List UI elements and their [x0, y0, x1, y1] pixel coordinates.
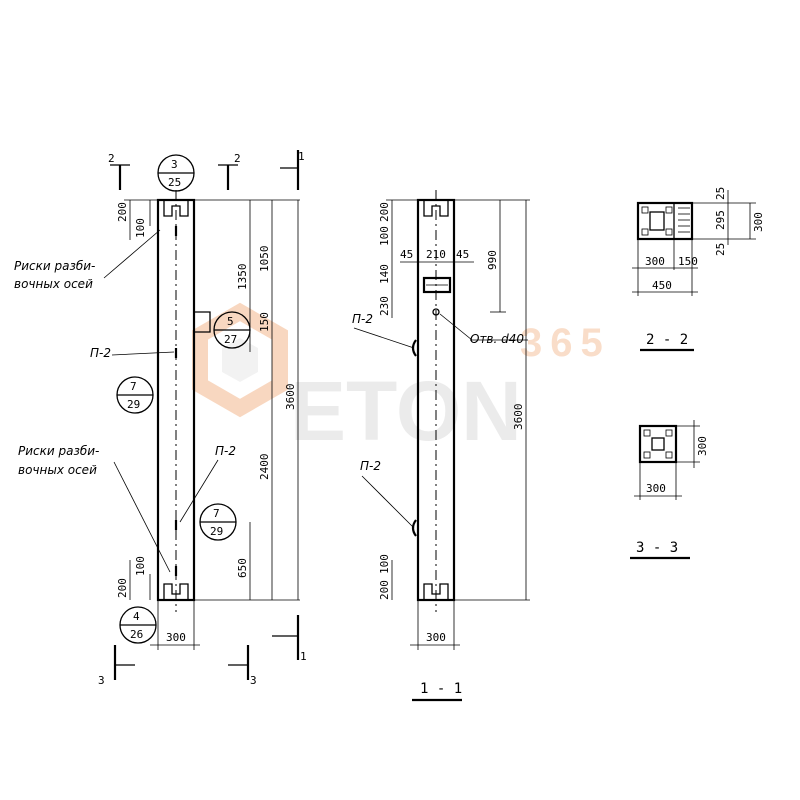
label-p2-left: П-2 — [90, 346, 111, 360]
dim-front-bot-200: 200 — [116, 578, 129, 598]
dim-front-2400: 2400 — [258, 454, 271, 481]
dim-side-bot-100: 100 — [378, 554, 391, 574]
section-mark-1-top: 1 — [298, 150, 305, 163]
section-mark-3-right: 3 — [250, 674, 257, 687]
note-bottom-line1: Риски разби- — [18, 444, 99, 458]
dim-front-width: 300 — [166, 631, 186, 644]
dim-side-230: 230 — [378, 296, 391, 316]
section-mark-2-left: 2 — [108, 152, 115, 165]
side-label-p2-bottom: П-2 — [360, 459, 381, 473]
dim-33-h300: 300 — [696, 436, 709, 456]
section-mark-3-left: 3 — [98, 674, 105, 687]
section22-outline — [636, 201, 694, 241]
dim-side-bot-200: 200 — [378, 580, 391, 600]
dim-front-top-200: 200 — [116, 202, 129, 222]
section33-title: 3 - 3 — [636, 540, 678, 556]
bubble-top-num: 3 — [171, 158, 178, 171]
dim-22-25a: 25 — [714, 187, 727, 200]
section33-outline — [638, 424, 678, 464]
bubble-left-den: 29 — [127, 398, 140, 411]
bubble-right-den: 29 — [210, 525, 223, 538]
watermark-brand: ETON — [290, 364, 522, 458]
label-p2-right: П-2 — [215, 444, 236, 458]
note-top-line2: вочных осей — [14, 277, 93, 291]
dim-side-top-100: 100 — [378, 226, 391, 246]
dim-22-295: 295 — [714, 210, 727, 230]
dim-front-650: 650 — [236, 558, 249, 578]
side-view: П-2 П-2 Отв. d40 200 100 140 230 200 100… — [352, 190, 530, 702]
section-2-2: 25 295 25 300 300 150 450 2 - 2 — [632, 187, 765, 352]
side-hole-label: Отв. d40 — [470, 332, 524, 346]
embedded-plate — [422, 276, 452, 294]
section-mark-1-bottom: 1 — [300, 650, 307, 663]
dim-22-300: 300 — [752, 212, 765, 232]
bubble-right-num: 7 — [213, 507, 220, 520]
dim-side-3600: 3600 — [512, 404, 525, 431]
section22-title: 2 - 2 — [646, 332, 688, 348]
note-bottom-line2: вочных осей — [18, 463, 97, 477]
bubble-left-num: 7 — [130, 380, 137, 393]
bubble-bottom-num: 4 — [133, 610, 140, 623]
side-bottom-notch — [423, 583, 449, 600]
watermark-number: 365 — [520, 321, 611, 365]
dim-side-45a: 45 — [400, 248, 413, 261]
front-bottom-notch — [163, 583, 189, 600]
dim-side-140: 140 — [378, 264, 391, 284]
note-top-line1: Риски разби- — [14, 259, 95, 273]
dim-22-w150: 150 — [678, 255, 698, 268]
side-loop-bottom — [411, 519, 417, 537]
hole-icon — [432, 308, 440, 316]
dim-side-210: 210 — [426, 248, 446, 261]
bubble-top-den: 25 — [168, 176, 181, 189]
dim-front-3600: 3600 — [284, 384, 297, 411]
dim-22-w300: 300 — [645, 255, 665, 268]
dim-front-150: 150 — [258, 312, 271, 332]
dim-side-top-200: 200 — [378, 202, 391, 222]
front-top-notch — [163, 200, 189, 217]
dim-front-1350: 1350 — [236, 264, 249, 291]
dim-front-1050: 1050 — [258, 246, 271, 273]
bubble-bottom-den: 26 — [130, 628, 143, 641]
bubble-mid-num: 5 — [227, 315, 234, 328]
dim-22-25b: 25 — [714, 243, 727, 256]
section-3-3: 300 300 3 - 3 — [630, 420, 709, 560]
side-label-p2-top: П-2 — [352, 312, 373, 326]
side-title: 1 - 1 — [420, 681, 462, 697]
front-view: 2 3 25 2 1 Риски разби- вочных осей П-2 … — [14, 150, 307, 687]
dim-side-45b: 45 — [456, 248, 469, 261]
watermark: 365 ETON — [192, 302, 611, 458]
bubble-mid-den: 27 — [224, 333, 237, 346]
dim-33-w300: 300 — [646, 482, 666, 495]
front-column-bracket — [194, 311, 211, 333]
watermark-logo-icon — [192, 302, 288, 418]
section-mark-2-right: 2 — [234, 152, 241, 165]
dim-side-990: 990 — [486, 250, 499, 270]
dim-front-bot-100: 100 — [134, 556, 147, 576]
dim-side-width: 300 — [426, 631, 446, 644]
side-top-notch — [423, 200, 449, 217]
dim-22-w450: 450 — [652, 279, 672, 292]
dim-front-top-100: 100 — [134, 218, 147, 238]
